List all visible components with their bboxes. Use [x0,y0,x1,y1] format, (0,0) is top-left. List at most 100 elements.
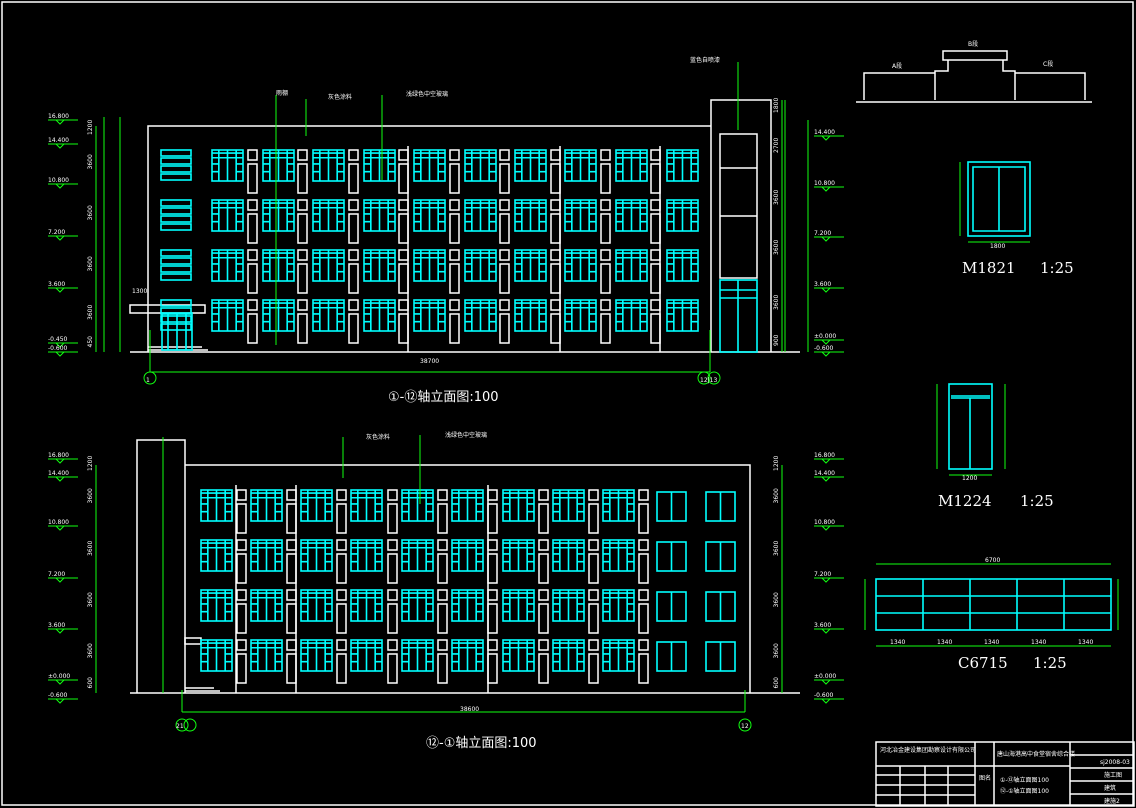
window-mullions [313,250,344,281]
door-m1821 [967,161,1031,237]
dimension-label: 600 [773,677,780,689]
level-label: -0.600 [814,345,834,352]
stair-window-small [160,173,192,181]
wall-panel [600,249,611,261]
wall-panel [236,539,247,551]
dimension-label: 900 [773,334,780,346]
window-mullions [201,490,232,521]
wall-panel [650,263,661,294]
wall-panel [487,589,498,601]
level-mark [814,186,844,192]
window-mullions [251,490,282,521]
title-drawing-2: ⑫-①轴立面图100 [1000,787,1049,795]
canopy [184,637,202,645]
wall-panel [449,263,460,294]
wall-panel [437,653,448,684]
level-mark [48,183,78,189]
level-label: 14.400 [814,129,835,136]
window-mullions [212,150,243,181]
wall-panel [398,263,409,294]
wall-panel [638,653,649,684]
wall-panel [247,249,258,261]
detail-m1224-scale: 1:25 [1020,492,1054,510]
wall-panel [600,263,611,294]
dimension-label: 1200 [773,456,780,471]
door-m1224-leaves [951,395,990,469]
stair-window-small [160,149,192,157]
window-mullions [364,250,395,281]
level-label: -0.600 [48,692,68,699]
stair-window-small [160,265,192,273]
wall-panel [449,249,460,261]
window-mullions [603,640,634,671]
wall-panel [650,163,661,194]
wall-panel [638,553,649,584]
level-label: 3.600 [48,622,65,629]
axis-bubble [738,718,752,732]
dimension-label: 3600 [87,305,94,320]
downpipes [407,146,661,352]
window-mullions [301,490,332,521]
wall-panel [449,149,460,161]
level-mark [48,235,78,241]
level-mark [48,143,78,149]
wall-panel [550,299,561,311]
segment-label: 1340 [890,639,905,646]
wall-panel [588,653,599,684]
wall-panel [638,503,649,534]
window-mullions [414,250,445,281]
window-mullions [553,490,584,521]
level-label: -0.450 [48,336,68,343]
window-mullions [603,590,634,621]
stair-window-small [160,157,192,165]
window-mullions [515,200,546,231]
wall-panel [247,263,258,294]
wall-panel [600,163,611,194]
window-mullions [603,490,634,521]
wall-panel [286,653,297,684]
wall-panel [398,213,409,244]
callout-blue-paint: 蓝色自喷漆 [690,56,720,64]
level-label: 14.400 [48,137,69,144]
dimension-label: 3600 [773,643,780,658]
m1224-width: 1200 [962,475,977,482]
window-mullions [251,540,282,571]
wall-panel [588,603,599,634]
window-mullions [603,540,634,571]
wall-panel [538,489,549,501]
canopy-dim: 1300 [132,288,147,295]
window-mullions [313,200,344,231]
window-mullions [616,250,647,281]
window-mullions [351,590,382,621]
wall-panel [297,299,308,311]
wall-panel [236,603,247,634]
wall-panel [588,639,599,651]
wall-panel [247,199,258,211]
m1821-width: 1800 [990,243,1005,250]
window-mullions [402,640,433,671]
level-label: 14.400 [814,470,835,477]
window-mullions [565,150,596,181]
wall-panel [638,539,649,551]
segment-label: 1340 [937,639,952,646]
axis-bubble [697,371,711,385]
wall-panel [336,589,347,601]
wall-panel [336,489,347,501]
level-mark [48,698,78,704]
level-label: 10.800 [48,177,69,184]
level-mark [814,351,844,357]
level-label: 7.200 [48,571,65,578]
detail-m1821-name: M1821 [962,259,1016,277]
level-mark [48,119,78,125]
wall-panel [650,249,661,261]
wall-panel [247,163,258,194]
dimension-label: 450 [87,336,94,348]
dimension-label: 3600 [87,205,94,220]
level-mark [814,679,844,685]
level-mark [48,287,78,293]
level-mark [814,698,844,704]
curtain-wall-mullions [720,280,757,352]
wall-panel [336,553,347,584]
level-label: 10.800 [814,180,835,187]
